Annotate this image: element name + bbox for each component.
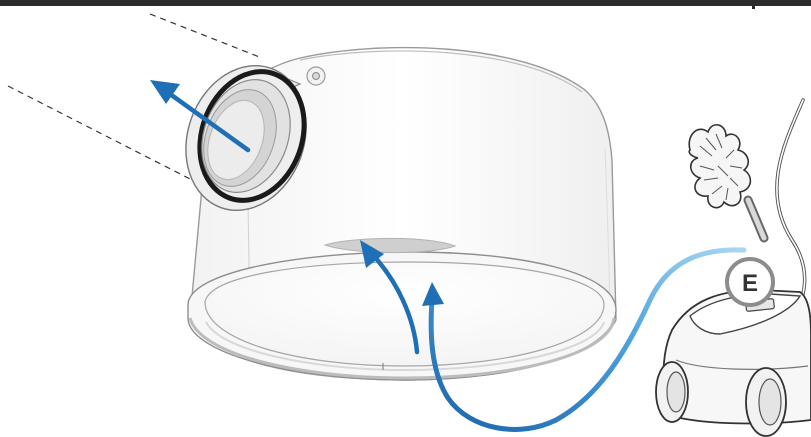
callout-label: E (742, 270, 758, 297)
dashed-guide-upper (150, 14, 262, 58)
header-bar (0, 0, 811, 9)
cable (777, 100, 805, 320)
cleaning-brush-icon (689, 125, 764, 238)
callout-badge-e: E (727, 259, 773, 305)
vacuum-cleaner-icon (656, 290, 811, 436)
